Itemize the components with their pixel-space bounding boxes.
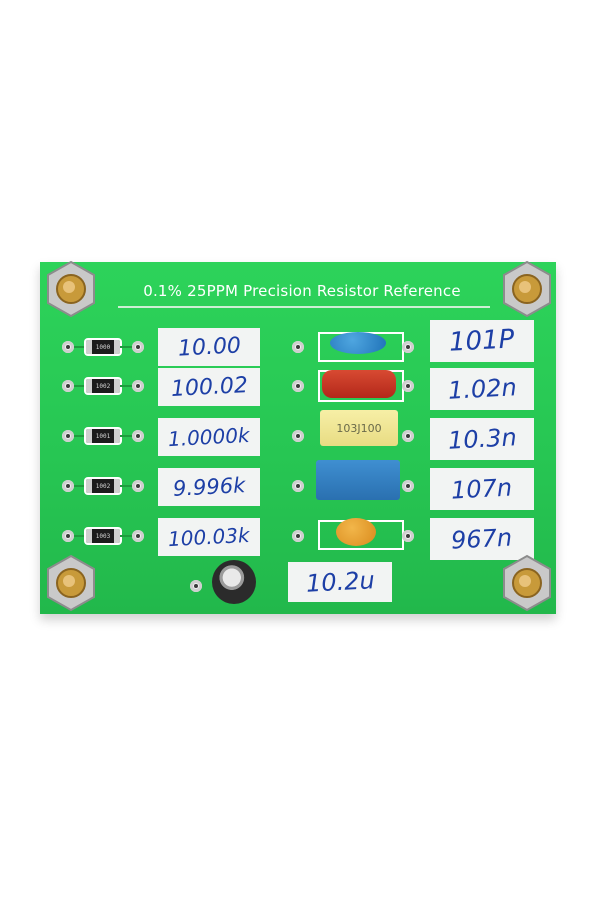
board-title: 0.1% 25PPM Precision Resistor Reference xyxy=(143,282,461,300)
solder-pad xyxy=(292,480,304,492)
film-capacitor-red xyxy=(322,370,396,398)
electrolytic-capacitor xyxy=(212,560,256,604)
solder-pad xyxy=(62,480,74,492)
capacitor-value-label: 10.3n xyxy=(430,418,534,460)
solder-pad xyxy=(132,380,144,392)
solder-pad xyxy=(62,530,74,542)
resistor-value-label: 9.996k xyxy=(158,468,260,506)
solder-pad xyxy=(132,480,144,492)
resistor-value-label: 10.00 xyxy=(158,328,260,366)
screw-standoff-top-left xyxy=(47,260,95,318)
trace xyxy=(120,485,132,487)
solder-pad xyxy=(292,380,304,392)
solder-pad xyxy=(402,430,414,442)
capacitor-value-label: 107n xyxy=(430,468,534,510)
solder-pad xyxy=(190,580,202,592)
capacitor-value-label: 101P xyxy=(430,320,534,362)
trace xyxy=(74,346,86,348)
trace xyxy=(74,485,86,487)
trace xyxy=(74,385,86,387)
capacitor-value-label: 967n xyxy=(430,518,534,560)
electrolytic-value-label: 10.2u xyxy=(288,562,392,602)
ceramic-capacitor-orange xyxy=(336,518,376,546)
solder-pad xyxy=(132,430,144,442)
solder-pad xyxy=(402,341,414,353)
resistor-value-label: 1.0000k xyxy=(158,418,260,456)
solder-pad xyxy=(62,380,74,392)
screw-standoff-top-right xyxy=(503,260,551,318)
solder-pad xyxy=(132,341,144,353)
trace xyxy=(120,346,132,348)
trace xyxy=(120,385,132,387)
trace xyxy=(74,435,86,437)
trace xyxy=(74,535,86,537)
trace xyxy=(120,535,132,537)
smd-resistor: 1003 xyxy=(86,529,120,543)
solder-pad xyxy=(292,341,304,353)
smd-resistor: 1002 xyxy=(86,379,120,393)
smd-resistor: 1002 xyxy=(86,479,120,493)
screw-standoff-bottom-left xyxy=(47,554,95,612)
smd-resistor: 1001 xyxy=(86,429,120,443)
solder-pad xyxy=(62,430,74,442)
box-capacitor-yellow: 103J100 xyxy=(320,410,398,446)
box-capacitor-blue xyxy=(316,460,400,500)
trace xyxy=(120,435,132,437)
resistor-value-label: 100.02 xyxy=(158,368,260,406)
solder-pad xyxy=(402,380,414,392)
pcb-board: 0.1% 25PPM Precision Resistor Reference … xyxy=(40,260,556,614)
solder-pad xyxy=(62,341,74,353)
solder-pad xyxy=(292,530,304,542)
solder-pad xyxy=(292,430,304,442)
solder-pad xyxy=(402,480,414,492)
solder-pad xyxy=(402,530,414,542)
ceramic-capacitor-blue xyxy=(330,332,386,354)
title-underline xyxy=(118,306,490,308)
resistor-value-label: 100.03k xyxy=(158,518,260,556)
screw-standoff-bottom-right xyxy=(503,554,551,612)
solder-pad xyxy=(132,530,144,542)
smd-resistor: 1000 xyxy=(86,340,120,354)
capacitor-value-label: 1.02n xyxy=(430,368,534,410)
